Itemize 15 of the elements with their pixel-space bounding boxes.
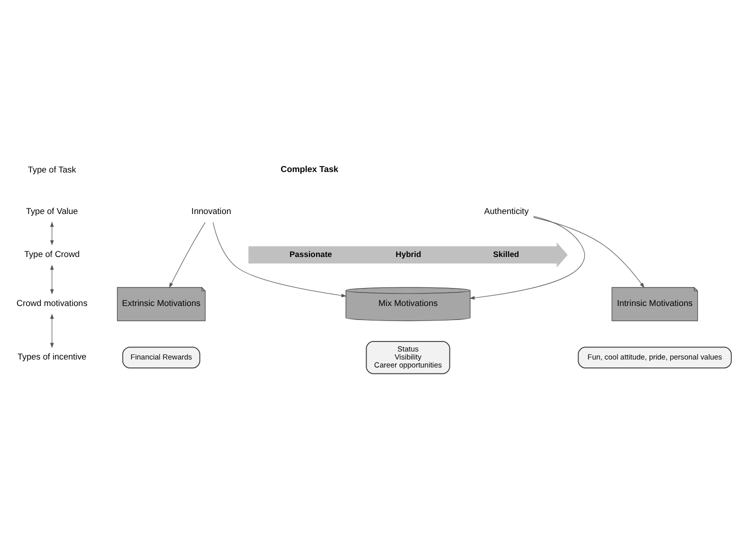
node-text: Crowd motivations	[16, 298, 88, 308]
arrow	[533, 217, 644, 288]
node-text: Type of Task	[28, 164, 76, 175]
arrow	[50, 222, 54, 246]
node-text: Authenticity	[484, 206, 529, 216]
node-text: Type of Value	[26, 206, 78, 216]
arrow	[212, 222, 347, 298]
node-text: Innovation	[191, 206, 232, 216]
arrow	[169, 222, 206, 288]
arrow	[50, 314, 54, 348]
node-text: Type of Crowd	[24, 248, 80, 259]
arrow	[469, 216, 585, 300]
arrow	[50, 264, 54, 294]
node-text: Types of incentive	[18, 352, 86, 362]
label: Complex Task	[280, 164, 338, 174]
